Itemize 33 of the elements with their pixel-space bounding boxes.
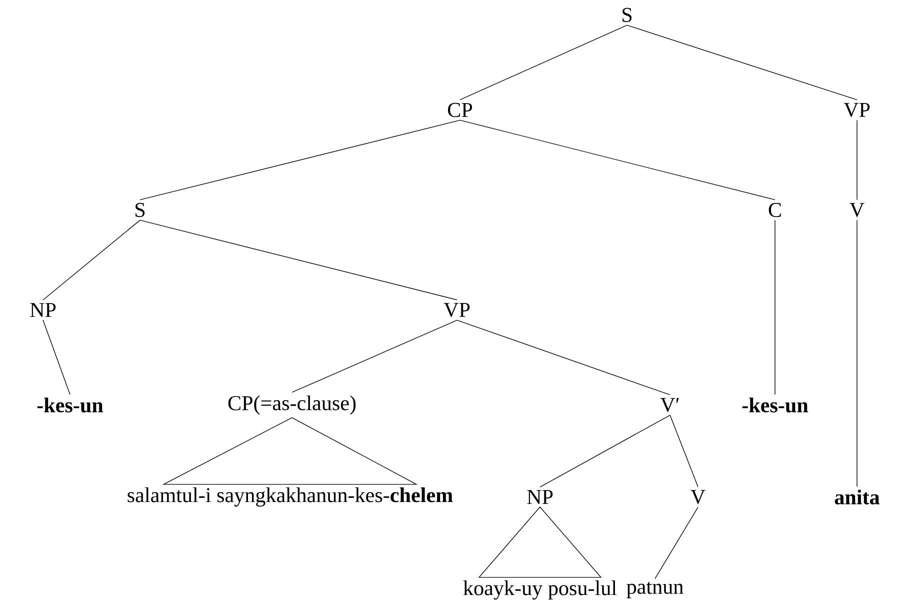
tree-branch [856, 220, 858, 487]
category-label: S [136, 202, 145, 218]
tree-branch [626, 24, 858, 100]
category-label: S [622, 8, 632, 22]
tree-branch [774, 220, 776, 395]
category-label: C [768, 202, 781, 218]
tree-branch [540, 414, 670, 488]
tree-branch [140, 120, 460, 200]
tree-branch [456, 320, 670, 396]
tree-branch [460, 120, 776, 200]
category-label: VP [444, 302, 470, 318]
category-label: V [850, 202, 864, 218]
category-label: NP [527, 490, 553, 504]
tree-branch [460, 24, 628, 100]
word-label: -kes-un [37, 398, 104, 412]
category-label: VP [844, 102, 870, 118]
category-label: V′ [660, 398, 679, 412]
category-label: CP [448, 102, 472, 118]
category-label: NP [30, 303, 56, 317]
tree-branch [42, 220, 140, 300]
word-label: salamtul-i sayngkakhanun-kes-chelem [128, 487, 453, 507]
word-label: patnun [626, 582, 684, 598]
word-label: -kes-un [742, 398, 808, 412]
tree-branch [42, 320, 70, 395]
category-label: CP(=as-clause) [228, 395, 356, 415]
tree-branch [292, 320, 458, 393]
word-label: anita [834, 490, 880, 504]
tree-branch [654, 506, 698, 580]
tree-branch [140, 220, 458, 300]
tree-branch [670, 414, 698, 488]
tree-branch [856, 120, 858, 200]
word-label: koayk-uy posu-lul [463, 580, 617, 600]
category-label: V [690, 490, 706, 504]
